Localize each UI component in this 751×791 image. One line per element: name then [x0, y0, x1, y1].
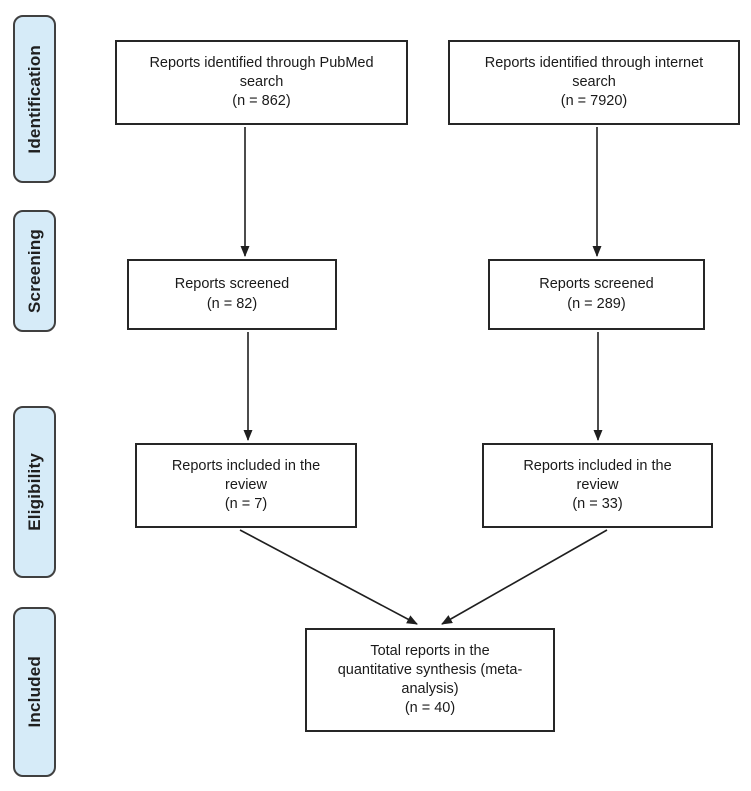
arrow-internet-review-to-total — [441, 529, 608, 625]
stage-eligibility: Eligibility — [13, 406, 56, 578]
box-text-line: search — [239, 73, 284, 90]
box-text-line: search — [572, 73, 616, 90]
stage-included: Included — [13, 607, 56, 777]
stage-screening-label: Screening — [24, 229, 44, 313]
arrow-pubmed-review-to-total — [239, 529, 418, 625]
box-text-line: Reports included in the — [171, 457, 321, 474]
box-text-line: (n = 40) — [404, 700, 456, 717]
stage-screening: Screening — [13, 210, 56, 332]
box-text-line: (n = 862) — [232, 93, 291, 110]
box-pubmed-screened: Reports screened (n = 82) — [127, 259, 337, 330]
stage-eligibility-label: Eligibility — [24, 453, 44, 531]
box-text-line: (n = 7920) — [560, 93, 628, 110]
box-text-line: Total reports in the — [370, 642, 490, 659]
box-text-line: (n = 289) — [567, 295, 626, 312]
box-text-line: review — [225, 476, 267, 493]
box-text-line: Reports identified through internet — [484, 54, 704, 71]
box-text-line: Reports screened — [174, 276, 290, 293]
box-pubmed-identified: Reports identified through PubMed search (… — [115, 40, 408, 125]
box-text-line: review — [576, 476, 619, 493]
box-text-line: Reports included in the — [523, 457, 672, 474]
stage-included-label: Included — [24, 656, 44, 728]
box-internet-screened: Reports screened (n = 289) — [488, 259, 705, 330]
box-text-line: Reports identified through PubMed — [149, 54, 374, 71]
box-internet-identified: Reports identified through internet searc… — [448, 40, 740, 125]
box-text-line: quantitative synthesis (meta- — [337, 661, 523, 678]
box-text-line: (n = 7) — [224, 496, 268, 513]
stage-identification-label: Identification — [24, 44, 44, 154]
box-text-line: (n = 33) — [572, 496, 623, 513]
box-total-quantitative-synthesis: Total reports in the quantitative synthes… — [305, 628, 555, 732]
box-text-line: analysis) — [401, 681, 459, 697]
box-internet-included-review: Reports included in the review (n = 33) — [482, 443, 713, 528]
stage-identification: Identification — [13, 15, 56, 183]
box-text-line: Reports screened — [539, 276, 654, 293]
box-pubmed-included-review: Reports included in the review (n = 7) — [135, 443, 357, 528]
box-text-line: (n = 82) — [206, 295, 258, 312]
